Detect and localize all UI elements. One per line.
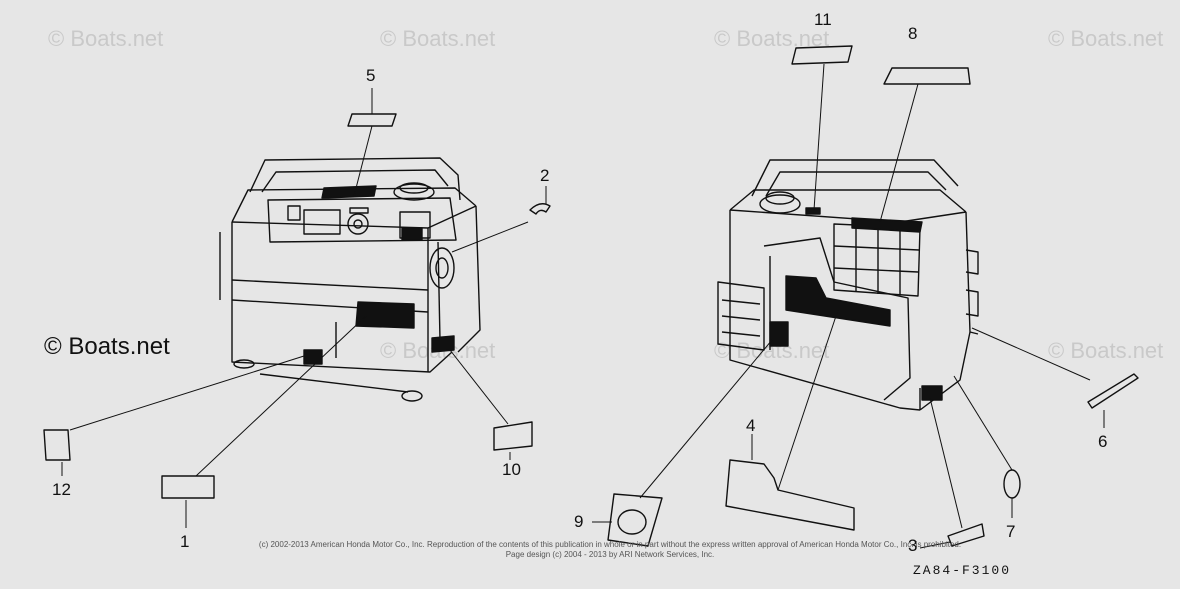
generator-rear-view [717, 159, 979, 411]
watermark: © Boats.net [1048, 338, 1164, 363]
callout-9: 9 [574, 512, 584, 531]
callout-8: 8 [908, 24, 918, 43]
copyright-line-2: Page design (c) 2004 - 2013 by ARI Netwo… [505, 550, 715, 559]
watermark-primary: © Boats.net [44, 333, 170, 360]
callout-1: 1 [180, 532, 190, 551]
callout-11: 11 [814, 10, 832, 29]
callout-5: 5 [366, 66, 376, 85]
diagram-code: ZA84-F3100 [913, 563, 1012, 578]
callout-6: 6 [1098, 432, 1108, 451]
watermark: © Boats.net [380, 26, 496, 51]
decal-shapes [43, 45, 1139, 547]
callout-10: 10 [502, 460, 521, 479]
watermark: © Boats.net [48, 26, 164, 51]
copyright-line-1: (c) 2002-2013 American Honda Motor Co., … [258, 540, 962, 549]
watermark: © Boats.net [1048, 26, 1164, 51]
callout-12: 12 [52, 480, 71, 499]
callout-7: 7 [1006, 522, 1016, 541]
callout-3: 3 [908, 536, 918, 555]
generator-front-view [219, 157, 481, 402]
leader-lines [61, 63, 1105, 549]
callout-2: 2 [540, 166, 550, 185]
callout-4: 4 [746, 416, 756, 435]
